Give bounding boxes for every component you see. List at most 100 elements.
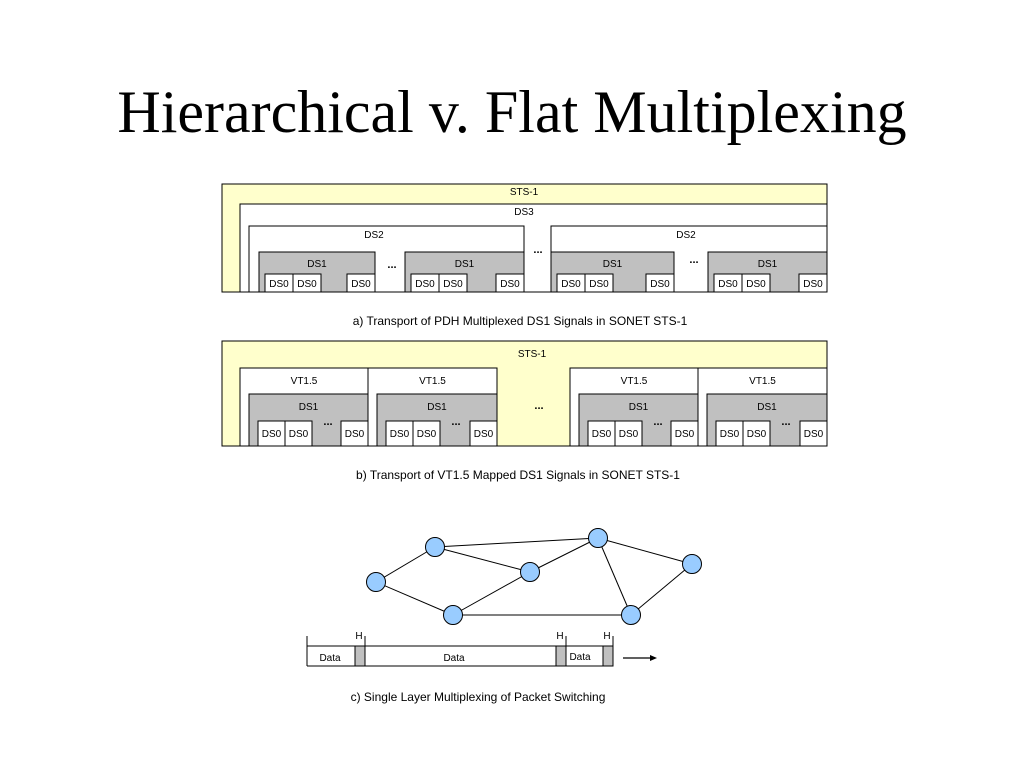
ds0-slot [412, 420, 441, 447]
panel-c-packet-switching: H H H Data Data Data c) Single Layer Multiplex… [306, 528, 702, 704]
ds0-label: DS0 [474, 429, 494, 440]
direction-arrow-head [650, 655, 657, 661]
ds0-slot [584, 273, 614, 293]
ds0-label: DS0 [804, 429, 824, 440]
packet-header [602, 645, 614, 667]
ds0-slot [469, 420, 498, 447]
network-link [434, 546, 531, 573]
ds0-label: DS0 [297, 279, 317, 290]
ellipsis-vt: ... [534, 400, 543, 412]
ds3-label: DS3 [514, 207, 534, 218]
ds0-label: DS0 [390, 429, 410, 440]
ds0-label: DS0 [619, 429, 639, 440]
ds1-label: DS1 [455, 259, 475, 270]
ds0-label: DS0 [262, 429, 282, 440]
network-link [452, 571, 531, 616]
ds0-slot [292, 273, 322, 293]
ellipsis-ds1: ... [689, 254, 698, 266]
ds0-slot [741, 273, 771, 293]
ds0-slot [284, 420, 313, 447]
ds0-slot [257, 420, 286, 447]
ds0-label: DS0 [718, 279, 738, 290]
ds1-label: DS1 [758, 259, 778, 270]
ds1-label: DS1 [307, 259, 327, 270]
network-link [434, 537, 599, 548]
ds0-label: DS0 [351, 279, 371, 290]
network-link [375, 581, 454, 616]
ds0-slot [340, 420, 369, 447]
ds0-label: DS0 [269, 279, 289, 290]
network-link [630, 563, 693, 616]
ds0-label: DS0 [675, 429, 695, 440]
ds0-label: DS0 [720, 429, 740, 440]
network-node [520, 562, 540, 582]
network-link [597, 537, 632, 616]
packet-header [354, 645, 366, 667]
slide-title: Hierarchical v. Flat Multiplexing [117, 79, 907, 145]
ds1-label: DS1 [299, 402, 319, 413]
vt15-label: VT1.5 [621, 376, 648, 387]
ds0-label: DS0 [747, 429, 767, 440]
ds0-label: DS0 [589, 279, 609, 290]
ds0-label: DS0 [650, 279, 670, 290]
ds0-slot [438, 273, 468, 293]
caption-c: c) Single Layer Multiplexing of Packet S… [351, 690, 606, 704]
ds1-label: DS1 [427, 402, 447, 413]
network-link [529, 537, 599, 573]
ds0-label: DS0 [443, 279, 463, 290]
network-node [425, 537, 445, 557]
caption-b: b) Transport of VT1.5 Mapped DS1 Signals… [356, 468, 680, 482]
ds0-slot [495, 273, 525, 293]
network-node [588, 528, 608, 548]
ds0-slot [715, 420, 744, 447]
ds0-slot [798, 273, 828, 293]
ds2-label: DS2 [676, 230, 696, 241]
header-label: H [355, 631, 362, 642]
ds0-slot [742, 420, 771, 447]
ds0-label: DS0 [415, 279, 435, 290]
data-label: Data [443, 653, 465, 664]
header-label: H [603, 631, 610, 642]
ds0-label: DS0 [289, 429, 309, 440]
network-node [682, 554, 702, 574]
ds1-label: DS1 [629, 402, 649, 413]
ds0-label: DS0 [500, 279, 520, 290]
ellipsis-ds0: ... [781, 416, 790, 428]
vt15-label: VT1.5 [749, 376, 776, 387]
packet-header [555, 645, 567, 667]
caption-a: a) Transport of PDH Multiplexed DS1 Sign… [353, 314, 688, 328]
ds2-label: DS2 [364, 230, 384, 241]
ellipsis-ds1: ... [387, 259, 396, 271]
ellipsis-ds0: ... [653, 416, 662, 428]
network-link [375, 546, 436, 583]
vt15-label: VT1.5 [291, 376, 318, 387]
ds0-slot [587, 420, 616, 447]
data-label: Data [569, 652, 591, 663]
ellipsis-ds0: ... [323, 416, 332, 428]
network-node [621, 605, 641, 625]
sts1-label: STS-1 [518, 349, 547, 360]
ellipsis-ds2: ... [533, 244, 542, 256]
ds0-slot [614, 420, 643, 447]
ds0-slot [799, 420, 828, 447]
ds0-label: DS0 [345, 429, 365, 440]
ds0-label: DS0 [746, 279, 766, 290]
network-link [597, 537, 693, 565]
data-label: Data [319, 653, 341, 664]
vt15-label: VT1.5 [419, 376, 446, 387]
network-node [443, 605, 463, 625]
ds0-label: DS0 [592, 429, 612, 440]
ds0-slot [645, 273, 675, 293]
header-label: H [556, 631, 563, 642]
ds0-label: DS0 [561, 279, 581, 290]
network-node [366, 572, 386, 592]
ds0-label: DS0 [417, 429, 437, 440]
ds0-label: DS0 [803, 279, 823, 290]
sts1-label: STS-1 [510, 187, 539, 198]
ds1-label: DS1 [603, 259, 623, 270]
ellipsis-ds0: ... [451, 416, 460, 428]
ds1-label: DS1 [757, 402, 777, 413]
